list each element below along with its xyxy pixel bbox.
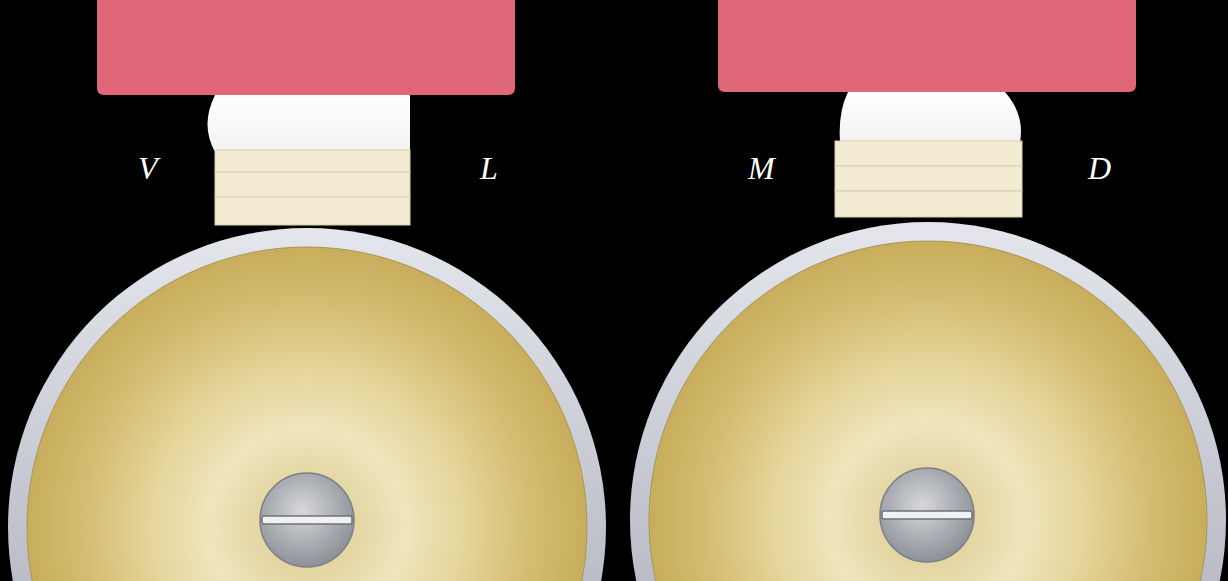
wax-layer xyxy=(215,197,410,225)
screw-slot xyxy=(262,516,352,524)
disk-rim xyxy=(8,228,606,581)
cast-base xyxy=(97,0,515,95)
side-label: L xyxy=(480,152,498,184)
disk xyxy=(27,247,587,581)
wax-layer xyxy=(215,150,410,172)
wax-layer xyxy=(215,172,410,197)
cast-base xyxy=(718,0,1136,92)
screw xyxy=(880,468,974,562)
right-view xyxy=(630,0,1226,581)
wax-layer xyxy=(835,191,1022,217)
left-view xyxy=(8,0,606,581)
disk-rim xyxy=(630,222,1226,581)
wax-layer xyxy=(835,166,1022,191)
tooth-crown xyxy=(840,92,1021,142)
screw xyxy=(260,473,354,567)
tooth-crown xyxy=(208,95,411,152)
disk xyxy=(649,241,1207,581)
screw-slot xyxy=(882,511,972,519)
side-label: M xyxy=(748,152,775,184)
side-label: D xyxy=(1088,152,1111,184)
side-label: V xyxy=(138,152,158,184)
wax-layer xyxy=(835,141,1022,166)
